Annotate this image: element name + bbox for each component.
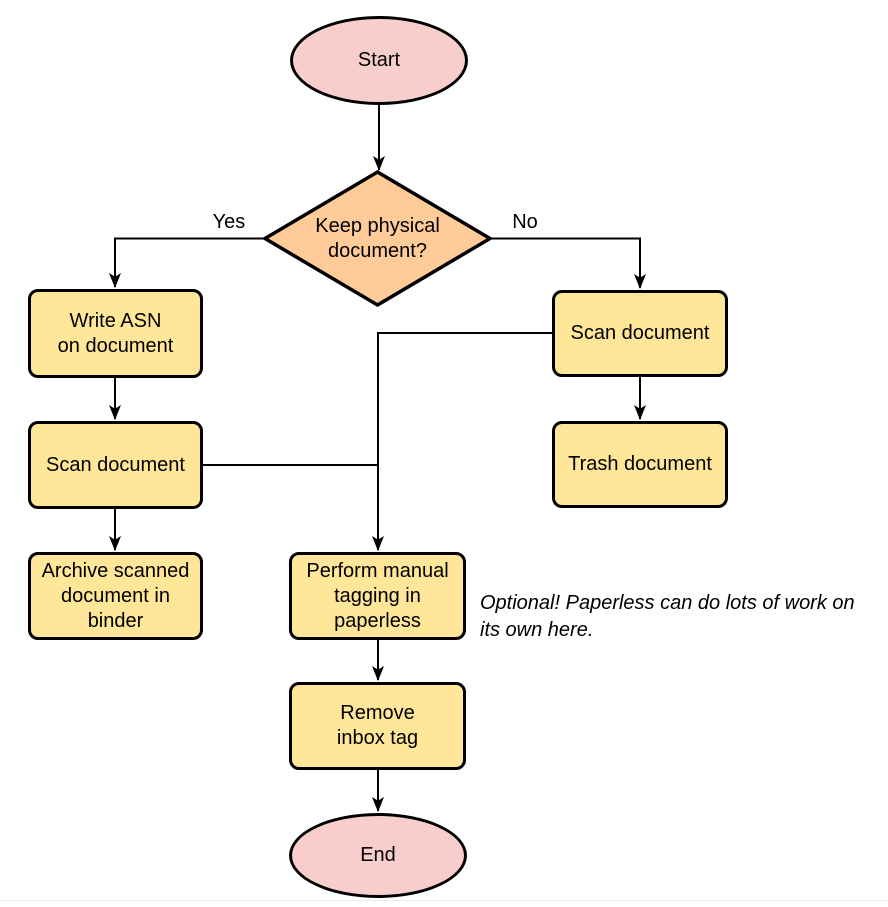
node-start: Start [290,16,468,105]
node-trash-document: Trash document [552,421,728,508]
edge-label-yes: Yes [212,211,246,233]
node-decision: Keep physical document? [265,173,490,305]
node-remove-inbox-tag-label: Remove inbox tag [336,702,419,749]
edge-decision-no-to-scan-right [490,237,646,289]
annotation-optional-note: Optional! Paperless can do lots of work … [480,592,855,641]
decision-diamond-shape [261,169,494,308]
edge-decision-yes-to-write-asn [109,237,265,288]
node-perform-tagging: Perform manual tagging in paperless [289,552,466,640]
node-scan-document-right-label: Scan document [570,322,710,344]
edge-scan-right-to-perform-tagging [372,332,552,551]
node-archive-binder: Archive scanned document in binder [28,552,203,640]
node-end: End [289,813,467,898]
node-archive-binder-label: Archive scanned document in binder [41,559,190,632]
node-remove-inbox-tag: Remove inbox tag [289,682,466,770]
edge-label-no: No [512,211,538,233]
bottom-divider [0,900,888,901]
node-scan-document-left-label: Scan document [46,453,185,476]
node-start-label: Start [357,49,401,71]
node-scan-document-right: Scan document [552,290,728,377]
node-scan-document-left: Scan document [28,421,203,509]
node-write-asn: Write ASN on document [28,289,203,378]
node-trash-document-label: Trash document [568,453,712,475]
node-write-asn-label: Write ASN on document [57,309,174,357]
node-perform-tagging-label: Perform manual tagging in paperless [306,559,449,632]
node-decision-label: Keep physical document? [315,215,440,262]
node-end-label: End [360,844,396,866]
